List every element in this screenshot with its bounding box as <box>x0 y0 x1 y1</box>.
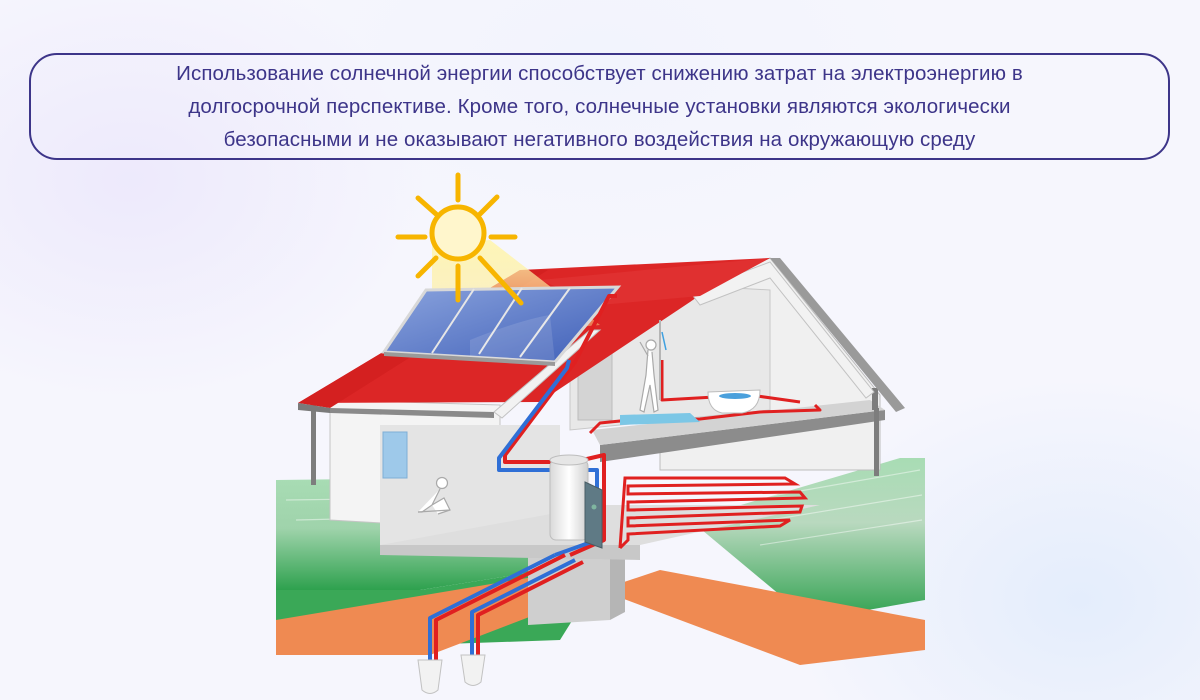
info-text-line-1: Использование солнечной энергии способст… <box>176 62 1023 85</box>
sun-icon <box>395 172 524 306</box>
info-text-line-2: долгосрочной перспективе. Кроме того, со… <box>188 95 1011 118</box>
info-text: Использование солнечной энергии способст… <box>176 57 1023 156</box>
bathroom <box>620 320 761 425</box>
info-text-line-3: безопасными и не оказывают негативного в… <box>223 128 976 151</box>
underfloor-heating-loops <box>618 476 809 550</box>
ground-heat-probes <box>417 654 486 694</box>
hot-water-pipe <box>503 294 617 557</box>
shower-person <box>639 339 659 413</box>
info-box: Использование солнечной энергии способст… <box>29 53 1170 160</box>
sitting-person <box>417 476 451 515</box>
solar-house-illustration <box>276 172 925 694</box>
boiler-storage-tank <box>549 454 603 549</box>
solar-collector-panel <box>381 285 622 366</box>
